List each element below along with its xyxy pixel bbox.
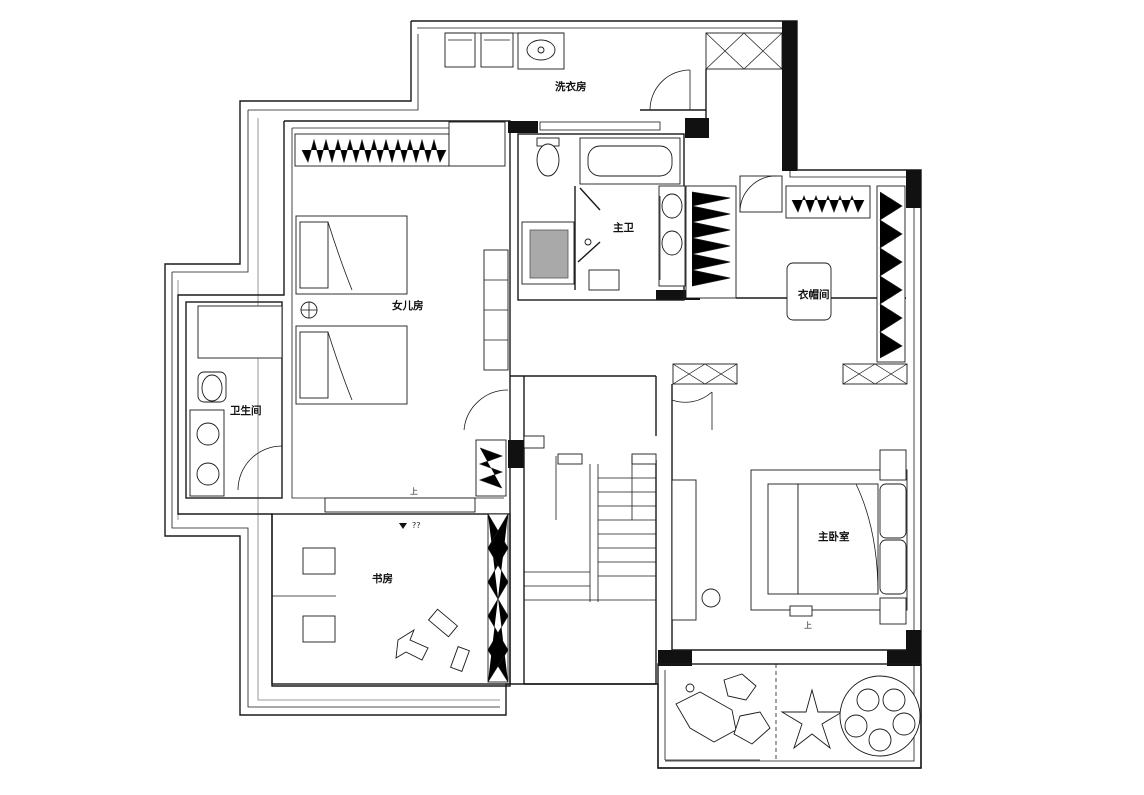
bath-side-wardrobe [685, 175, 783, 299]
room-label-bathroom: 卫生间 [230, 404, 262, 417]
room-label-master-bedroom: 主卧室 [818, 530, 850, 543]
daughter-room: 女儿房 上 [294, 121, 509, 497]
level-marker: ?? [412, 521, 421, 530]
room-label-closet: 衣帽间 [798, 288, 830, 301]
small-bathroom: 卫生间 [185, 301, 283, 499]
room-label-study: 书房 [372, 572, 393, 585]
laundry-room: 洗衣房 [444, 32, 783, 118]
room-label-master-bath: 主卫 [613, 221, 634, 234]
master-bath: 主卫 [517, 121, 686, 301]
walk-in-closet: 衣帽间 [672, 185, 908, 385]
solid-wall-pieces [508, 21, 921, 666]
room-label-laundry: 洗衣房 [555, 80, 587, 93]
up-marker-1: 上 [410, 487, 418, 496]
stair-corridor [510, 375, 657, 685]
study-room: ?? 书房 [271, 497, 511, 685]
garden-balcony [657, 663, 922, 769]
room-label-daughter-room: 女儿房 [392, 299, 424, 312]
up-marker-2: 上 [804, 621, 812, 630]
outer-walls [164, 20, 922, 769]
master-bedroom: 主卧室 上 [671, 384, 908, 651]
